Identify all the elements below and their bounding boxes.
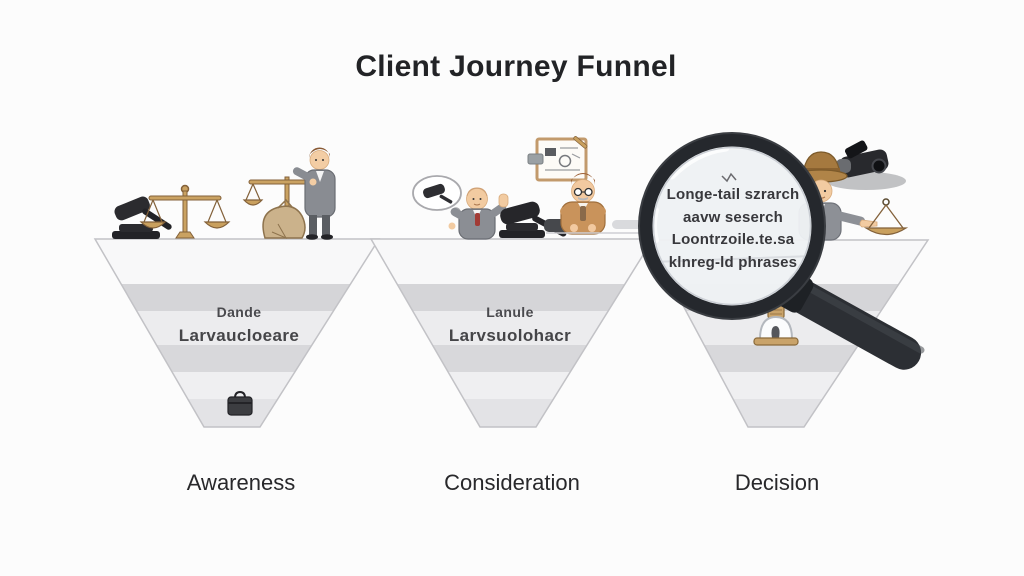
funnel-consideration-text-line2: Larvsuolohacr	[448, 326, 572, 345]
consulting-lawyer-figure	[448, 187, 509, 240]
magnifier-text-line4: klnreg-ld phrases	[668, 253, 798, 271]
diagram-title: Client Journey Funnel	[355, 50, 677, 83]
gavel-icon	[112, 196, 172, 239]
senior-lawyer-figure	[544, 173, 654, 235]
stage-label-decision: Decision	[734, 470, 820, 495]
funnel-awareness-text-line1: Dande	[216, 304, 262, 320]
magnifier-text-line2: aavw seserch	[683, 208, 783, 226]
hanging-scale-icon	[863, 198, 909, 236]
balance-scale-icon	[139, 184, 231, 239]
briefcase-icon	[227, 390, 253, 416]
money-bag-scale-icon	[242, 176, 326, 240]
bell-jar-trophy-icon	[753, 305, 799, 346]
stage-label-awareness: Awareness	[186, 470, 296, 495]
funnel-consideration-text-line1: Lanule	[486, 304, 534, 320]
magnifier-text-line1: Longe-tail szrarch	[666, 186, 800, 203]
lawyer-figure	[292, 147, 336, 240]
magnifier-text: Longe-tail szrarch aavw seserch Loontrzo…	[648, 184, 818, 274]
picture-frame-icon	[527, 136, 588, 182]
magnifier-text-line3: Loontrzoile.te.sa	[671, 231, 795, 248]
magnifying-glass-icon	[638, 132, 925, 370]
stage-label-consideration: Consideration	[444, 470, 580, 495]
funnel-awareness-text-line2: Larvaucloeare	[178, 326, 300, 345]
